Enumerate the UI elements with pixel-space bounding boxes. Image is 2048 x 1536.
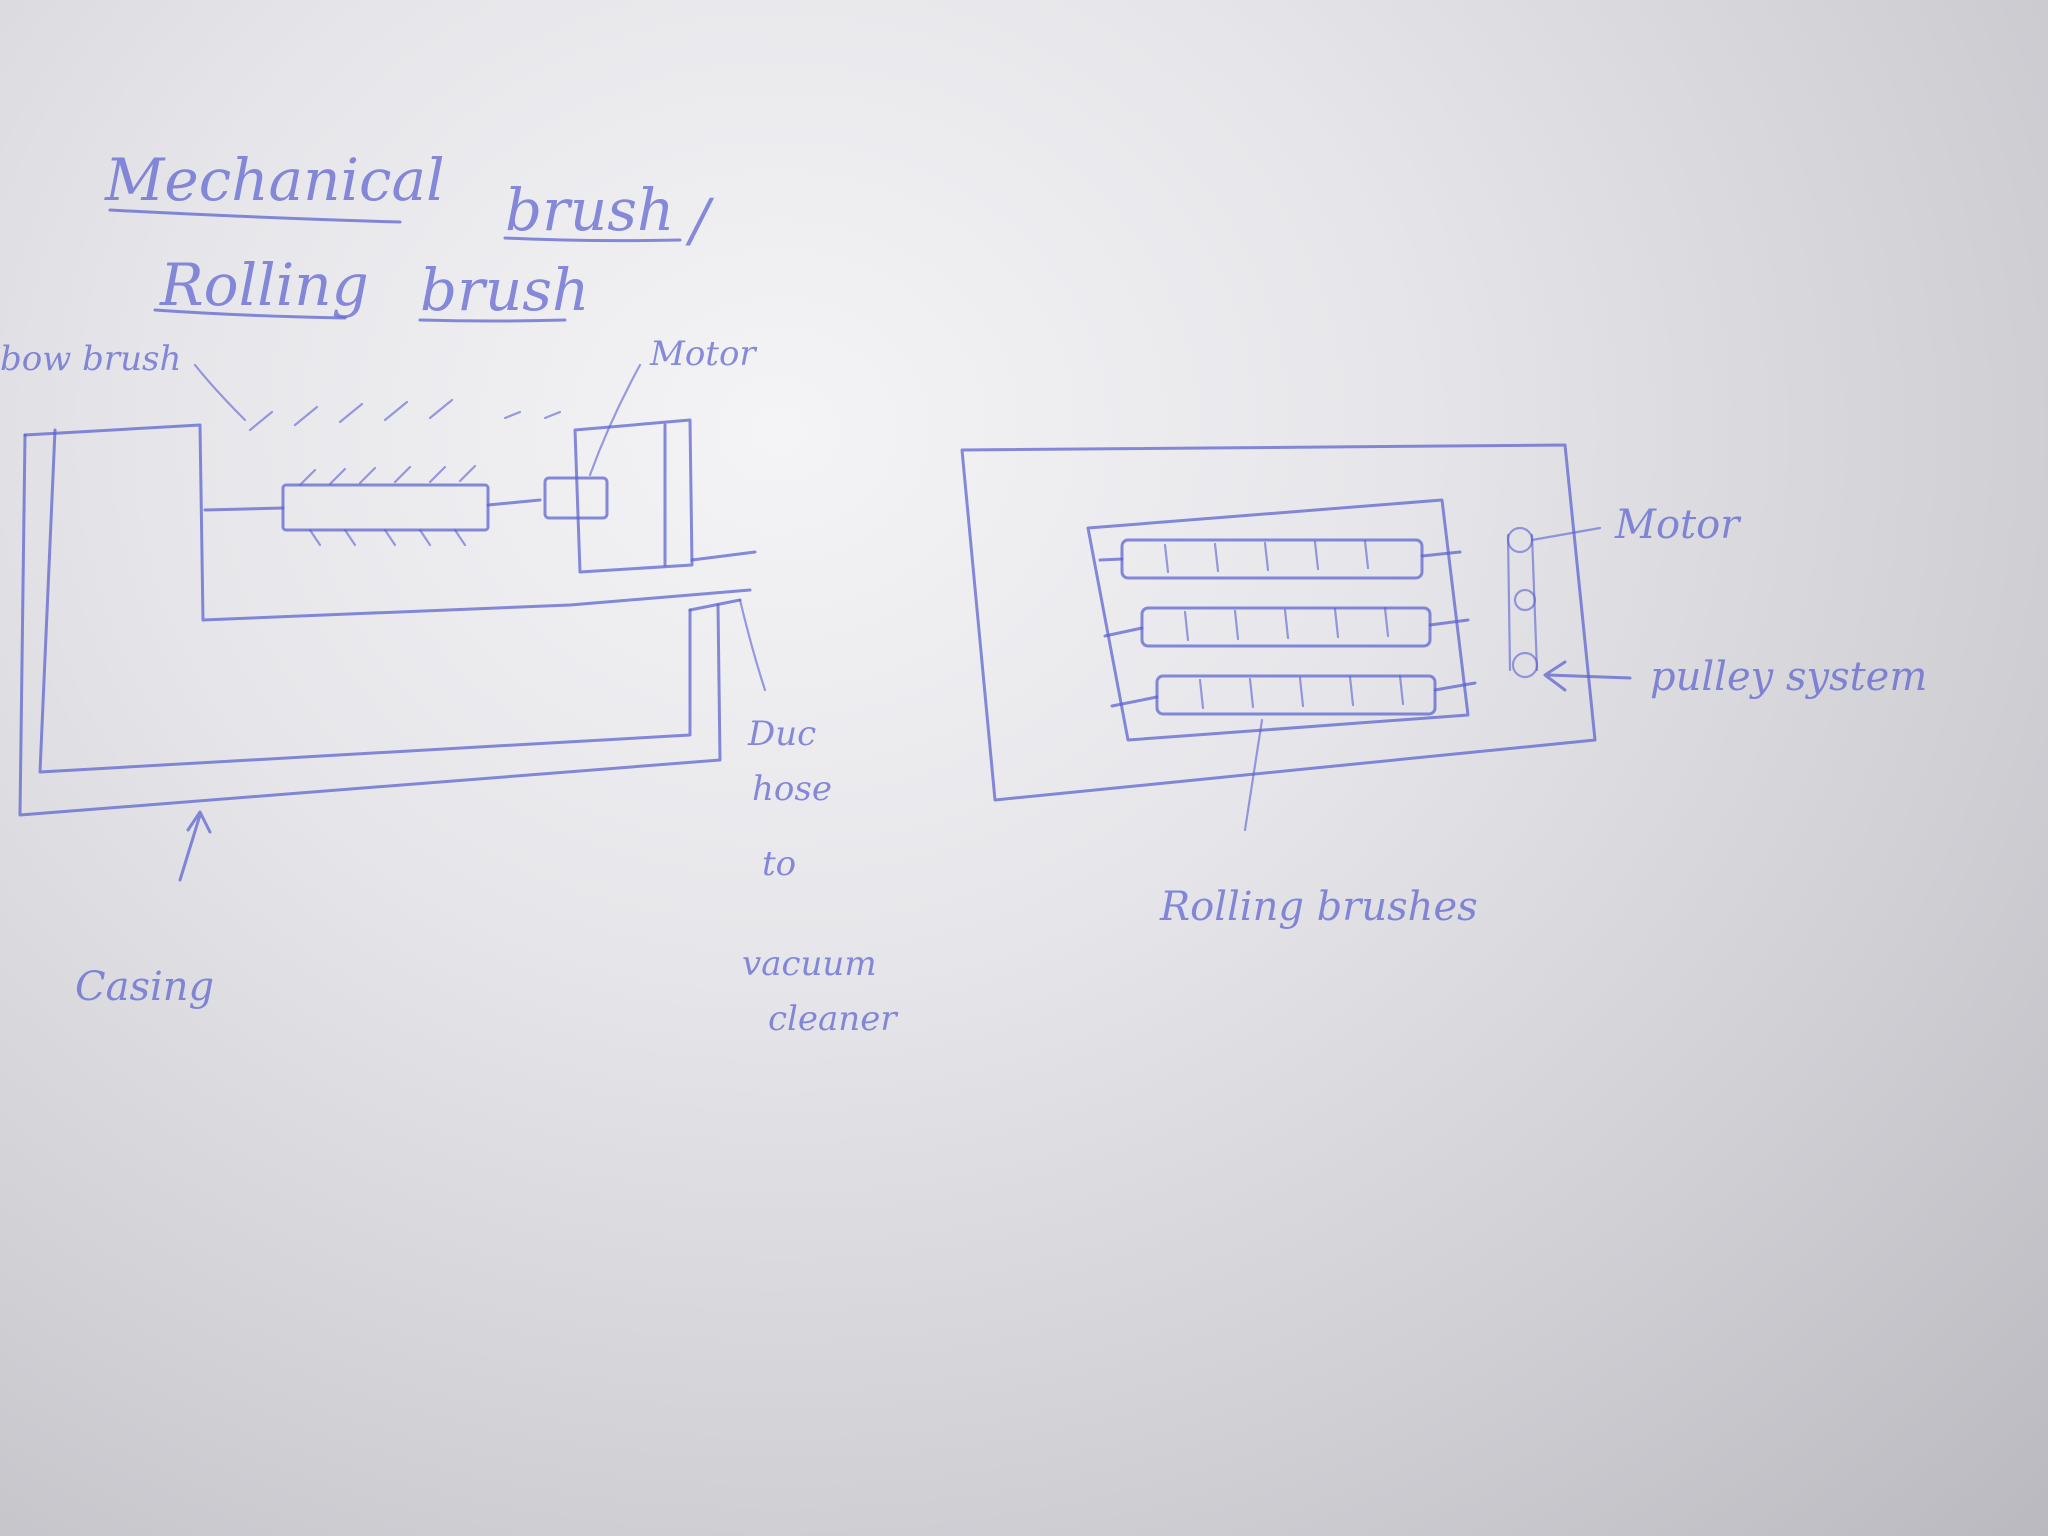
duct-lower-edge: [688, 598, 742, 612]
title-word-brush-1: brush: [505, 176, 674, 244]
brush-1-axles: [1098, 550, 1462, 562]
bristles-bottom: [308, 528, 467, 547]
casing-arrow: [178, 810, 212, 882]
label-duct-3: to: [762, 844, 796, 884]
duct-leader-line: [738, 598, 767, 692]
label-duct-1: Duc: [747, 714, 816, 754]
duct-upper-edge: [690, 550, 757, 562]
pulley-3: [1511, 651, 1539, 679]
brushes-leader: [1243, 718, 1264, 832]
rolling-brush-3: [1155, 674, 1437, 716]
motor-box: [543, 476, 609, 520]
brush-frame: [1086, 498, 1470, 742]
label-motor-side: Motor: [649, 334, 757, 374]
title-word-brush-2: brush: [420, 256, 589, 324]
brush-3-ticks: [1198, 674, 1405, 710]
brush-3-axles: [1110, 681, 1477, 708]
top-view-diagram: Motor pulley system Rolling brushes: [960, 443, 1927, 930]
title-word-mechanical: Mechanical: [104, 146, 445, 214]
brush-hatching: [248, 398, 562, 432]
brush-leader-line: [193, 363, 247, 422]
title-underline-1: [108, 208, 402, 224]
motor-leader-right: [1530, 526, 1602, 542]
title-underline-2: [503, 236, 682, 243]
outer-frame: [960, 443, 1597, 802]
title-underline-4: [418, 318, 567, 323]
label-casing: Casing: [75, 964, 214, 1010]
motor-leader-line: [588, 363, 642, 477]
title-word-rolling: Rolling: [159, 251, 369, 319]
label-motor-top: Motor: [1614, 502, 1742, 548]
brush-roller: [281, 483, 490, 532]
label-bow-brush: bow brush: [0, 339, 181, 379]
brush-axle-left: [203, 506, 285, 512]
brush-1-ticks: [1163, 539, 1370, 574]
casing-top-wall: [23, 423, 752, 622]
title-underline-3: [153, 308, 347, 320]
casing-outer: [18, 433, 722, 817]
pulley-2: [1513, 588, 1537, 612]
label-duct-2: hose: [752, 769, 832, 809]
pulley-1: [1506, 526, 1534, 554]
pulley-arrow: [1543, 660, 1632, 692]
brush-2-axles: [1103, 618, 1470, 638]
brush-2-ticks: [1183, 606, 1390, 642]
label-duct-5: cleaner: [768, 999, 898, 1039]
label-duct-4: vacuum: [742, 944, 877, 984]
label-rolling-brushes: Rolling brushes: [1159, 884, 1478, 930]
motor-housing: [573, 418, 694, 574]
title: Mechanical brush / Rolling brush: [104, 146, 715, 324]
brush-axle-right: [486, 498, 542, 507]
casing-inner: [38, 428, 692, 774]
title-slash: /: [685, 186, 715, 254]
pulley-belt: [1506, 533, 1539, 672]
side-view-diagram: bow brush Motor Casing Duc hose to vacuu…: [0, 334, 898, 1039]
label-pulley-system: pulley system: [1650, 654, 1927, 700]
bristles-top: [298, 464, 477, 487]
